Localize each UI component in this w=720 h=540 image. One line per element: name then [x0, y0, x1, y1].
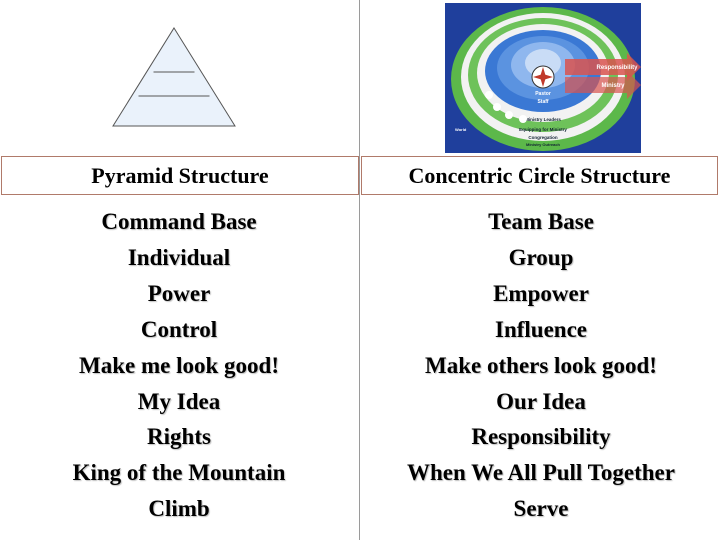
list-item: Make others look good! [425, 352, 657, 378]
list-item: Individual [127, 244, 231, 270]
list-item: Command Base [101, 209, 257, 234]
arrow-ministry-icon [565, 71, 641, 99]
ring-label: Ministry Outreach [526, 142, 561, 147]
member-dot-icon [519, 115, 527, 123]
member-dot-icon [493, 103, 501, 111]
list-item: Responsibility [471, 424, 611, 450]
arrow-bottom-label: Ministry [601, 83, 625, 89]
list-item: Serve [513, 496, 569, 522]
ring-label: World [455, 127, 467, 132]
ring-label: Equipping for Ministry [519, 127, 567, 132]
ring-label: Pastor [535, 91, 551, 97]
list-item: Control [140, 316, 218, 342]
ring-label: Ministry Leaders [525, 117, 561, 122]
pyramid-header: Pyramid Structure [1, 156, 359, 195]
list-item: My Idea [137, 388, 221, 414]
concentric-list: Team Base Group Empower Influence Make o… [362, 204, 720, 534]
arrow-top-label: Responsibility [596, 65, 638, 71]
concentric-circle-diagram: Responsibility Ministry Pastor Staff Min… [445, 3, 641, 153]
pyramid-diagram [112, 27, 236, 127]
arrow-responsibility-icon [565, 53, 641, 81]
pyramid-list: Command Base Individual Power Control Ma… [0, 204, 358, 534]
list-item: Rights [147, 424, 211, 450]
member-dot-icon [505, 111, 513, 119]
list-item: Group [508, 244, 574, 270]
list-item: Climb [148, 496, 210, 522]
list-item: Power [147, 280, 211, 306]
list-item: When We All Pull Together [407, 460, 675, 486]
list-item: King of the Mountain [72, 460, 286, 486]
member-dot-icon [485, 91, 493, 99]
column-divider [359, 0, 360, 540]
ring-label: Staff [537, 99, 548, 105]
list-item: Influence [495, 316, 587, 342]
list-item: Team Base [488, 209, 594, 234]
list-item: Our Idea [496, 388, 586, 414]
concentric-header: Concentric Circle Structure [361, 156, 718, 195]
list-item: Empower [493, 280, 589, 306]
pyramid-outline [112, 27, 236, 127]
ring-label: Congregation [528, 135, 557, 140]
list-item: Make me look good! [79, 352, 279, 378]
